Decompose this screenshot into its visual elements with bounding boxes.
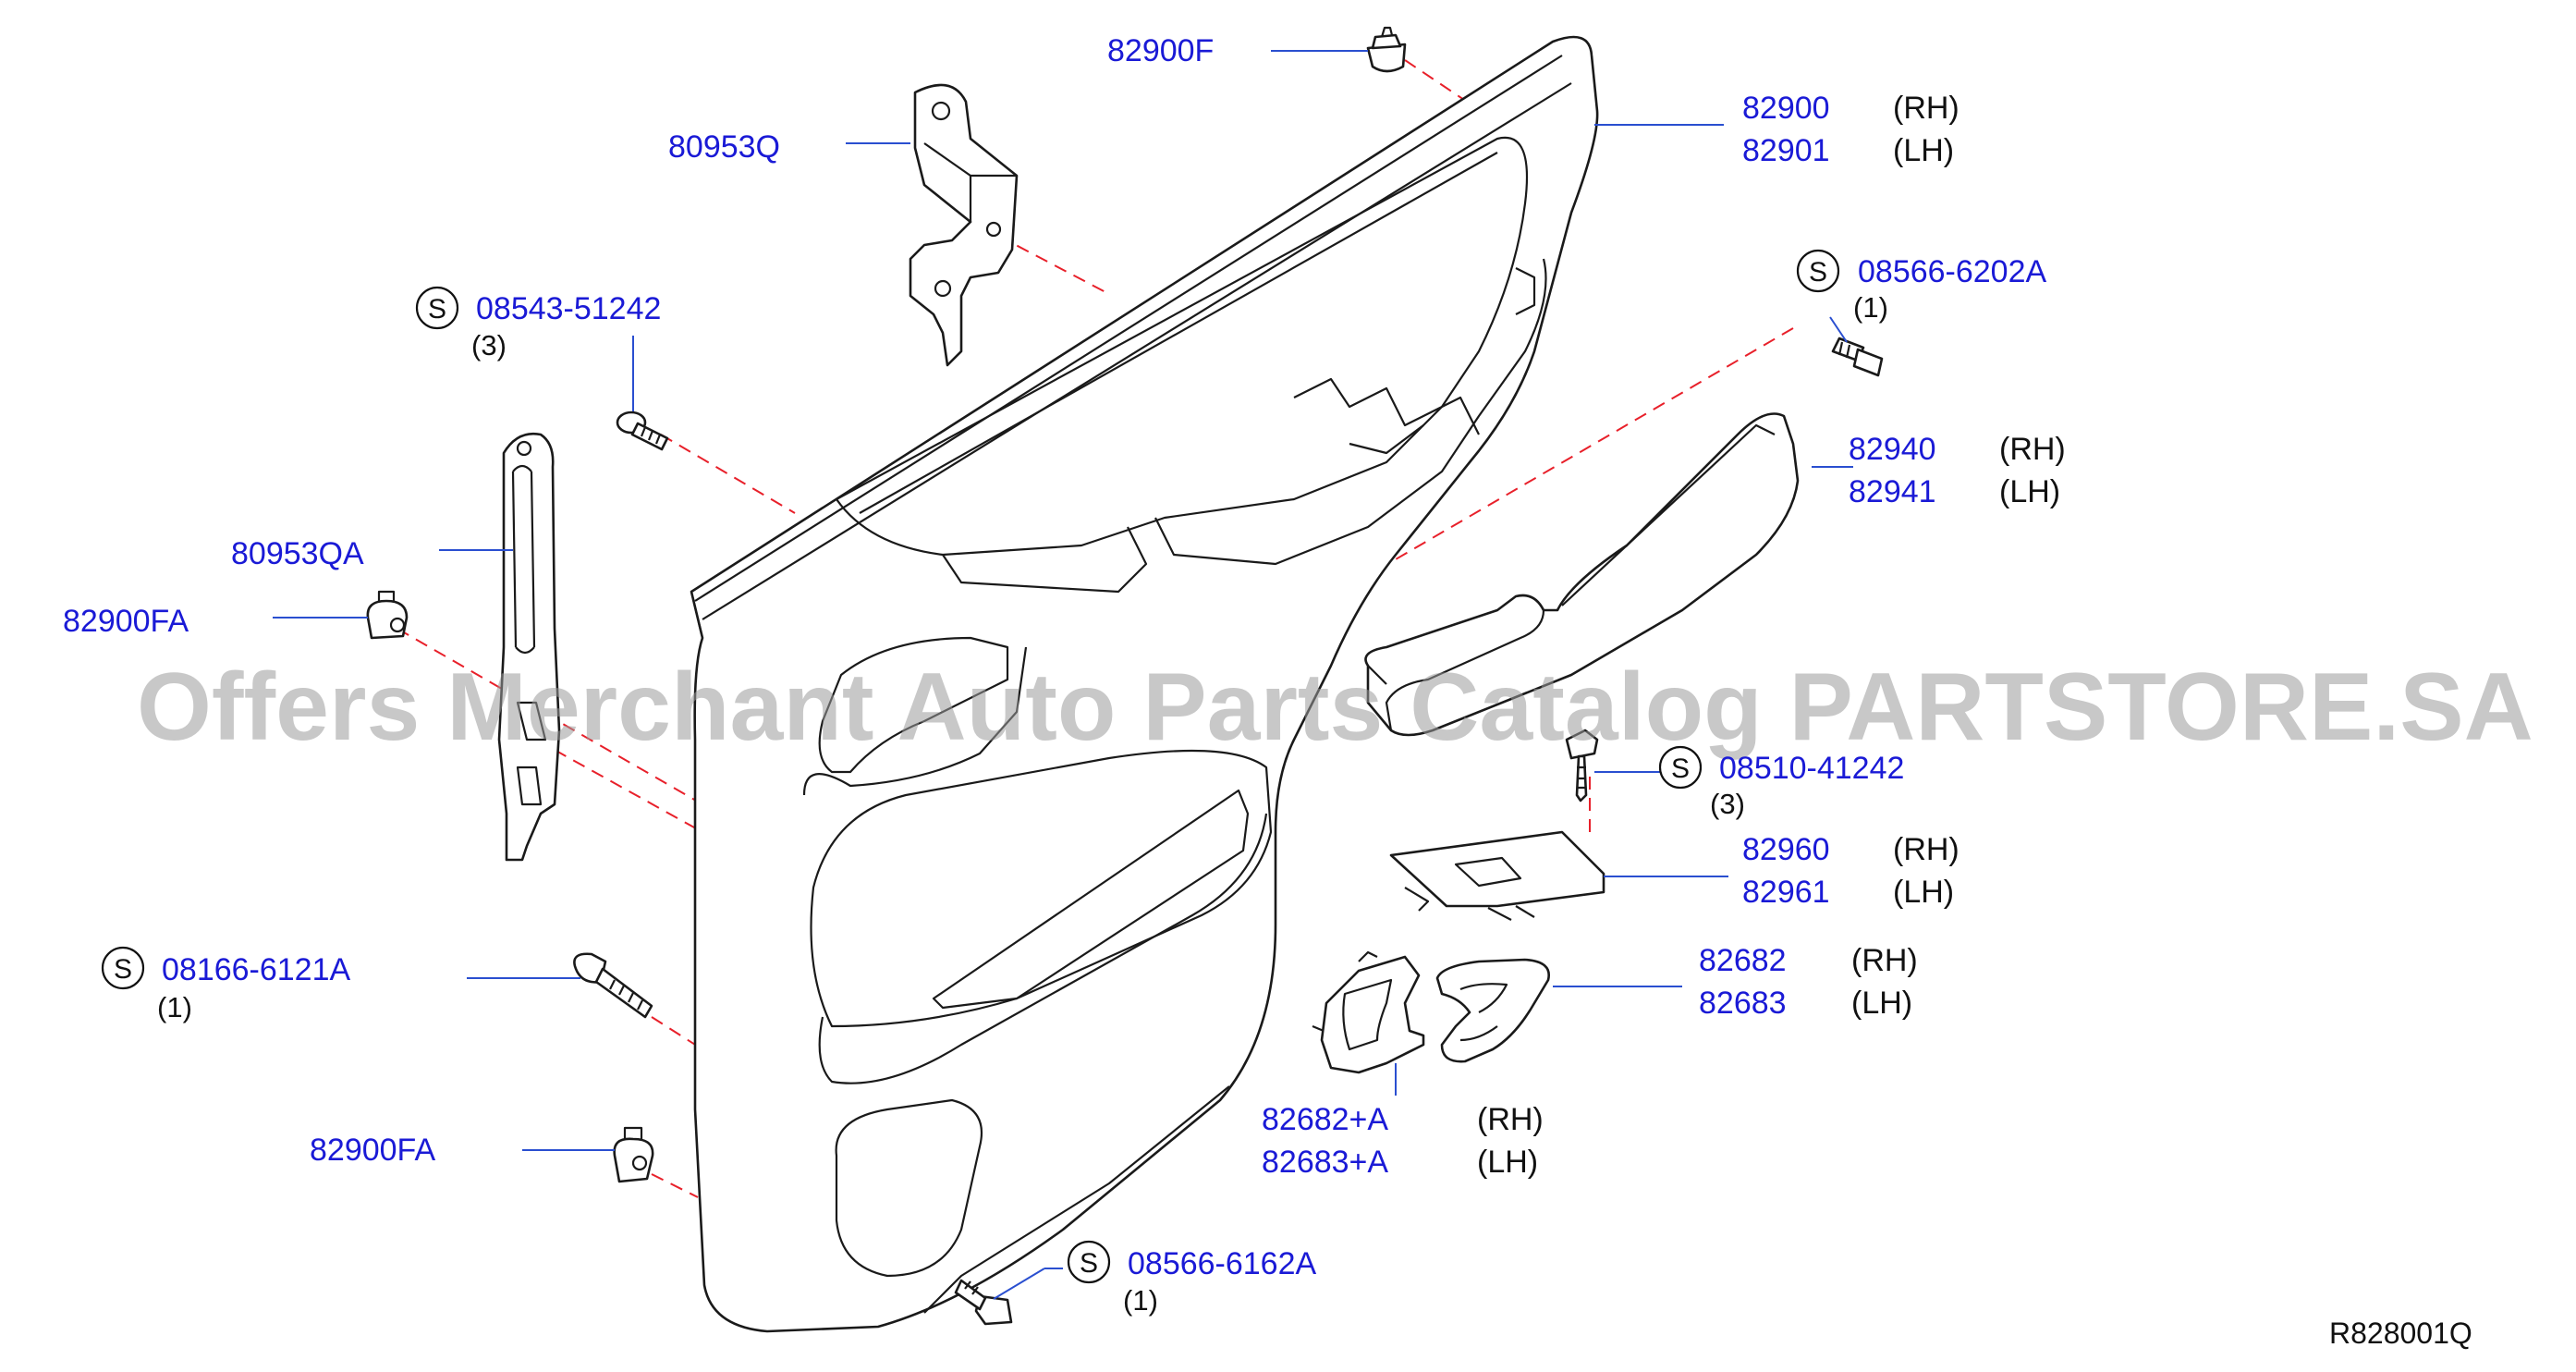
side-rh-82682a: (RH) bbox=[1477, 1102, 1544, 1137]
switch-bezel-82960 bbox=[1389, 830, 1605, 921]
side-lh-82901: (LH) bbox=[1893, 133, 1954, 168]
part-number-08166-6121a[interactable]: 08166-6121A bbox=[162, 952, 351, 987]
side-rh-82940: (RH) bbox=[1999, 432, 2066, 467]
part-number-82940[interactable]: 82940 bbox=[1849, 432, 1936, 467]
s-symbol-letter: S bbox=[114, 954, 132, 985]
bracket-80953qa bbox=[497, 432, 561, 862]
quantity-08566-6162a: (1) bbox=[1123, 1284, 1158, 1317]
clip-82900fa-bottom bbox=[613, 1126, 654, 1183]
screw-08510-41242 bbox=[1565, 729, 1599, 802]
s-symbol-icon bbox=[1796, 249, 1840, 293]
part-number-08510-41242[interactable]: 08510-41242 bbox=[1719, 751, 1904, 786]
s-symbol-letter: S bbox=[1671, 753, 1690, 784]
side-lh-82683a: (LH) bbox=[1477, 1145, 1538, 1180]
quantity-08566-6202a: (1) bbox=[1853, 291, 1888, 324]
quantity-08543-51242: (3) bbox=[471, 329, 507, 361]
part-number-82900f[interactable]: 82900F bbox=[1107, 33, 1214, 68]
s-symbol-letter: S bbox=[1809, 257, 1827, 288]
side-lh-82941: (LH) bbox=[1999, 474, 2060, 509]
part-number-82960[interactable]: 82960 bbox=[1742, 832, 1830, 867]
screw-08566-6202a bbox=[1831, 337, 1884, 377]
door-trim-panel bbox=[690, 35, 1599, 1333]
part-number-82941[interactable]: 82941 bbox=[1849, 474, 1936, 509]
s-symbol-icon bbox=[101, 946, 145, 990]
part-number-80953qa[interactable]: 80953QA bbox=[231, 536, 364, 571]
bracket-80953q bbox=[909, 83, 1019, 367]
side-rh-82682: (RH) bbox=[1851, 943, 1918, 978]
side-rh-82960: (RH) bbox=[1893, 832, 1959, 867]
part-number-82682[interactable]: 82682 bbox=[1699, 943, 1787, 978]
quantity-08166-6121a: (1) bbox=[157, 991, 192, 1023]
s-symbol-icon bbox=[1067, 1240, 1111, 1284]
leader-lines bbox=[273, 50, 1853, 1300]
part-number-82683[interactable]: 82683 bbox=[1699, 986, 1787, 1021]
handle-escutcheon-82682a bbox=[1312, 950, 1425, 1074]
s-symbol-icon bbox=[1658, 745, 1703, 790]
quantity-08510-41242: (3) bbox=[1710, 788, 1745, 820]
part-number-82900fa-bottom[interactable]: 82900FA bbox=[310, 1133, 435, 1168]
part-number-80953q[interactable]: 80953Q bbox=[668, 129, 780, 165]
clip-82900f bbox=[1366, 26, 1407, 73]
inside-handle-82682 bbox=[1435, 958, 1550, 1063]
labels: 82900F 80953Q 82900 (RH) 82901 (LH) S 08… bbox=[63, 33, 2472, 1350]
s-symbol-icon bbox=[415, 286, 459, 330]
screw-08543-51242 bbox=[616, 410, 669, 451]
diagram-reference-code: R828001Q bbox=[2329, 1317, 2472, 1350]
side-lh-82683: (LH) bbox=[1851, 986, 1912, 1021]
part-number-82901[interactable]: 82901 bbox=[1742, 133, 1830, 168]
armrest-82940 bbox=[1364, 412, 1800, 737]
watermark-text: Offers Merchant Auto Parts Catalog PARTS… bbox=[137, 654, 2533, 761]
screw-08166-6121a bbox=[573, 952, 653, 1019]
part-number-08566-6202a[interactable]: 08566-6202A bbox=[1858, 254, 2047, 289]
part-number-82900[interactable]: 82900 bbox=[1742, 91, 1830, 126]
side-rh-82900: (RH) bbox=[1893, 91, 1959, 126]
part-number-08566-6162a[interactable]: 08566-6162A bbox=[1128, 1246, 1317, 1281]
s-symbol-letter: S bbox=[428, 294, 446, 325]
part-number-82683a[interactable]: 82683+A bbox=[1262, 1145, 1388, 1180]
clip-82900fa-top bbox=[366, 590, 409, 640]
side-lh-82961: (LH) bbox=[1893, 875, 1954, 910]
part-number-82900fa-top[interactable]: 82900FA bbox=[63, 604, 189, 639]
s-symbol-letter: S bbox=[1080, 1248, 1098, 1279]
screw-08566-6162a bbox=[954, 1279, 1013, 1326]
part-number-82682a[interactable]: 82682+A bbox=[1262, 1102, 1388, 1137]
part-number-08543-51242[interactable]: 08543-51242 bbox=[476, 291, 661, 326]
part-number-82961[interactable]: 82961 bbox=[1742, 875, 1830, 910]
